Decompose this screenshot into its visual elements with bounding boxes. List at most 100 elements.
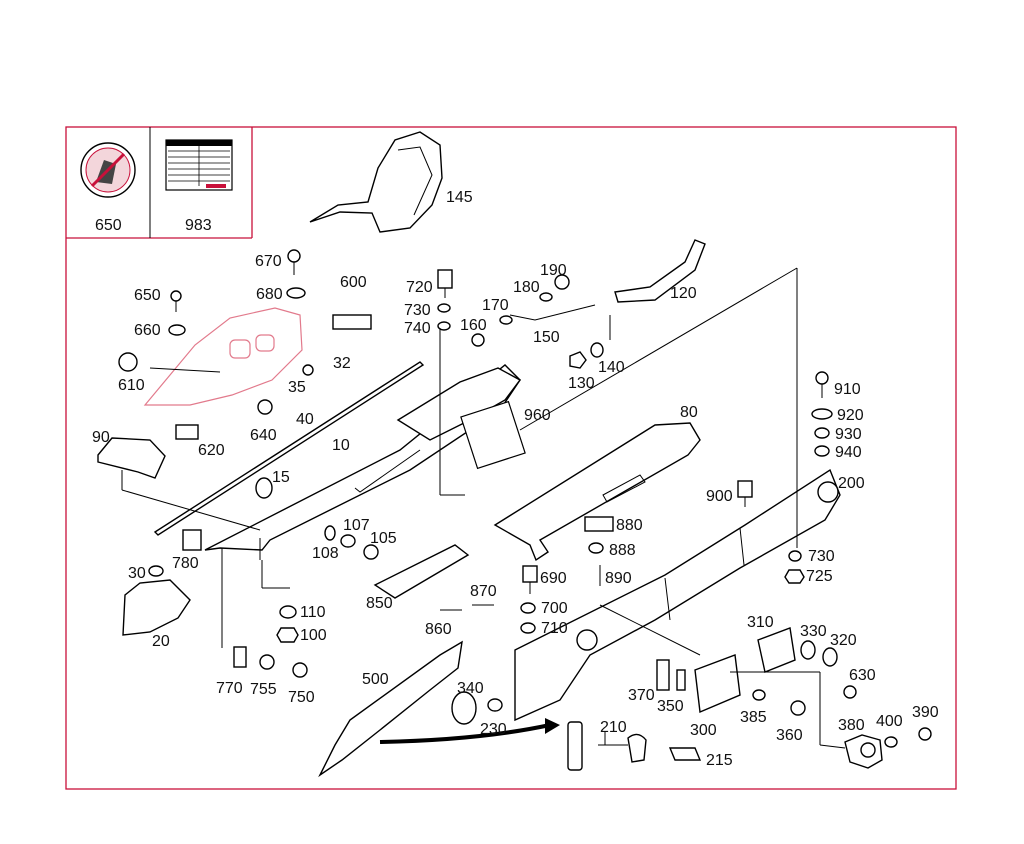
part-number-label: 870 <box>470 583 497 600</box>
part-number-label: 600 <box>340 274 367 291</box>
part-number-label: 750 <box>288 689 315 706</box>
part-10-console <box>396 367 522 441</box>
part-number-label: 940 <box>835 444 862 461</box>
part-number-label: 370 <box>628 687 655 704</box>
part-number-label: 710 <box>541 620 568 637</box>
part-number-label: 230 <box>480 721 507 738</box>
part-number-label: 15 <box>272 469 290 486</box>
part-145-cover <box>309 131 443 233</box>
part-number-label: 780 <box>172 555 199 572</box>
part-number-label: 107 <box>343 517 370 534</box>
part-number-label: 20 <box>152 633 170 650</box>
part-number-label: 500 <box>362 671 389 688</box>
part-380-knob <box>860 742 876 758</box>
part-200-hole <box>576 629 598 651</box>
part-number-label: 120 <box>670 285 697 302</box>
part-number-label: 340 <box>457 680 484 697</box>
part-number-label: 930 <box>835 426 862 443</box>
part-ghost-panel <box>143 307 303 406</box>
part-number-label: 650 <box>95 217 122 234</box>
part-number-label: 700 <box>541 600 568 617</box>
part-number-label: 860 <box>425 621 452 638</box>
airbag-sticker-650 <box>80 142 136 198</box>
part-number-label: 350 <box>657 698 684 715</box>
part-number-label: 730 <box>404 302 431 319</box>
part-number-label: 888 <box>609 542 636 559</box>
part-number-label: 910 <box>834 381 861 398</box>
diagram-frame <box>65 126 957 790</box>
part-number-label: 300 <box>690 722 717 739</box>
part-number-label: 660 <box>134 322 161 339</box>
part-number-label: 390 <box>912 704 939 721</box>
part-40-strip <box>153 361 425 536</box>
arrow-shaft <box>379 723 551 744</box>
arrow-head <box>545 718 560 734</box>
part-number-label: 130 <box>568 375 595 392</box>
part-number-label: 310 <box>747 614 774 631</box>
part-210-clip <box>627 733 647 763</box>
part-number-label: 650 <box>134 287 161 304</box>
part-number-label: 690 <box>540 570 567 587</box>
part-number-label: 100 <box>300 627 327 644</box>
part-210-clip <box>567 721 583 771</box>
part-310-plate <box>757 627 796 673</box>
part-number-label: 190 <box>540 262 567 279</box>
part-number-label: 720 <box>406 279 433 296</box>
info-label-983 <box>165 139 233 191</box>
part-number-label: 730 <box>808 548 835 565</box>
part-number-label: 880 <box>616 517 643 534</box>
part-number-label: 145 <box>446 189 473 206</box>
part-200-panel <box>514 468 841 722</box>
part-number-label: 900 <box>706 488 733 505</box>
part-number-label: 35 <box>288 379 306 396</box>
leader-lines <box>121 267 846 749</box>
part-number-label: 160 <box>460 317 487 334</box>
part-number-label: 200 <box>838 475 865 492</box>
part-200-hole <box>817 481 839 503</box>
part-number-label: 850 <box>366 595 393 612</box>
part-150-rod <box>509 304 596 321</box>
part-number-label: 755 <box>250 681 277 698</box>
part-number-label: 80 <box>680 404 698 421</box>
part-number-label: 30 <box>128 565 146 582</box>
part-number-label: 620 <box>198 442 225 459</box>
part-number-label: 170 <box>482 297 509 314</box>
part-number-label: 670 <box>255 253 282 270</box>
part-500-lid <box>318 640 463 778</box>
part-number-label: 330 <box>800 623 827 640</box>
part-20-cover <box>122 579 191 636</box>
part-number-label: 10 <box>332 437 350 454</box>
part-number-label: 380 <box>838 717 865 734</box>
part-120-hose <box>614 239 706 303</box>
part-number-label: 610 <box>118 377 145 394</box>
part-number-label: 983 <box>185 217 212 234</box>
part-number-label: 920 <box>837 407 864 424</box>
part-number-label: 140 <box>598 359 625 376</box>
part-number-label: 210 <box>600 719 627 736</box>
part-number-label: 630 <box>849 667 876 684</box>
part-number-label: 960 <box>524 407 551 424</box>
part-number-label: 110 <box>300 604 326 621</box>
part-90-cap <box>97 437 166 479</box>
part-number-label: 740 <box>404 320 431 337</box>
part-number-label: 40 <box>296 411 314 428</box>
part-number-label: 90 <box>92 429 110 446</box>
part-850-bracket <box>373 544 470 599</box>
part-number-label: 725 <box>806 568 833 585</box>
part-number-label: 108 <box>312 545 339 562</box>
part-300-plate <box>694 654 741 714</box>
part-number-label: 680 <box>256 286 283 303</box>
part-number-label: 32 <box>333 355 351 372</box>
part-number-label: 105 <box>370 530 397 547</box>
part-960-sticker <box>460 400 526 470</box>
part-number-label: 180 <box>513 279 540 296</box>
part-number-label: 150 <box>533 329 560 346</box>
part-80-rail <box>493 422 701 562</box>
part-number-label: 640 <box>250 427 277 444</box>
fasteners <box>118 249 932 748</box>
part-number-label: 400 <box>876 713 903 730</box>
part-number-label: 890 <box>605 570 632 587</box>
part-number-label: 770 <box>216 680 243 697</box>
